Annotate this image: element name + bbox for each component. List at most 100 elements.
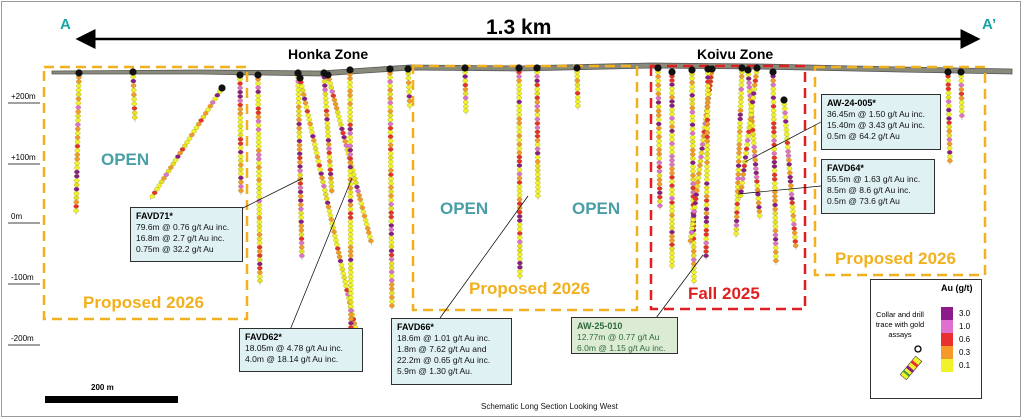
assay-interval	[322, 96, 329, 101]
assay-interval	[347, 88, 353, 94]
assay-interval	[516, 74, 522, 79]
assay-interval	[790, 213, 796, 218]
assay-interval	[690, 164, 696, 170]
callout-favd62: FAVD62* 18.05m @ 4.78 g/t Au inc. 4.0m @…	[239, 328, 363, 372]
assay-interval	[299, 249, 305, 254]
assay-interval	[348, 321, 354, 326]
assay-interval	[574, 86, 581, 92]
assay-interval	[348, 283, 354, 288]
assay-interval	[770, 87, 776, 92]
assay-interval	[656, 139, 662, 144]
drill-collar	[324, 71, 332, 79]
assay-interval	[669, 187, 675, 193]
assay-interval	[348, 304, 354, 309]
drill-trace	[657, 67, 661, 211]
assay-interval	[205, 107, 211, 112]
assay-interval	[691, 253, 697, 258]
assay-interval	[337, 118, 343, 123]
assay-interval	[656, 121, 662, 127]
assay-interval	[348, 308, 354, 313]
assay-interval	[388, 235, 395, 241]
assay-interval	[535, 163, 541, 169]
assay-interval	[703, 206, 710, 212]
drill-collar	[753, 64, 761, 72]
assay-interval	[332, 101, 339, 107]
assay-interval	[669, 229, 675, 235]
assay-interval	[748, 108, 755, 113]
drill-collar	[386, 65, 394, 73]
assay-interval	[740, 176, 746, 181]
assay-interval	[516, 112, 522, 117]
assay-interval	[705, 75, 711, 80]
assay-interval	[297, 189, 304, 195]
assay-interval	[326, 155, 333, 160]
assay-interval	[516, 99, 522, 105]
assay-interval	[791, 226, 798, 231]
assay-interval	[388, 181, 394, 186]
callout-aw-24-005: AW-24-005* 36.45m @ 1.50 g/t Au inc. 15.…	[821, 94, 941, 150]
assay-interval	[742, 155, 749, 160]
assay-interval	[655, 83, 661, 88]
assay-interval	[517, 260, 523, 266]
assay-interval	[296, 113, 302, 118]
assay-interval	[238, 175, 244, 180]
assay-interval	[744, 142, 750, 147]
assay-interval	[307, 121, 313, 126]
assay-interval	[326, 146, 332, 151]
assay-interval	[74, 139, 81, 144]
assay-interval	[689, 131, 696, 136]
callout-aw-25-010: AW-25-010 12.77m @ 0.77 g/t Au 6.0m @ 1.…	[571, 317, 678, 354]
assay-interval	[689, 97, 695, 102]
assay-interval	[946, 145, 953, 151]
assay-interval	[256, 232, 263, 237]
assay-interval	[699, 146, 705, 151]
assay-interval	[704, 134, 711, 140]
callout-favd71: FAVD71* 79.6m @ 0.76 g/t Au inc. 16.8m @…	[130, 207, 243, 262]
assay-interval	[516, 176, 523, 181]
assay-interval	[771, 138, 777, 143]
assay-interval	[786, 162, 792, 167]
assay-interval	[255, 123, 262, 128]
assay-interval	[363, 222, 370, 227]
assay-interval	[516, 180, 523, 185]
assay-interval	[130, 78, 137, 84]
assay-interval	[689, 76, 695, 81]
assay-interval	[705, 92, 711, 97]
assay-interval	[309, 129, 315, 135]
assay-interval	[74, 148, 81, 153]
assay-interval	[310, 134, 316, 139]
assay-interval	[669, 221, 675, 226]
assay-interval	[738, 87, 744, 92]
assay-interval	[750, 91, 757, 96]
assay-interval	[534, 134, 541, 139]
assay-interval	[772, 207, 778, 212]
assay-interval	[348, 316, 354, 322]
assay-interval	[337, 258, 344, 264]
assay-interval	[516, 188, 523, 194]
drill-holes-group	[73, 67, 965, 341]
assay-interval	[737, 116, 743, 122]
assay-interval	[669, 158, 675, 163]
assay-interval	[669, 175, 675, 180]
assay-interval	[255, 140, 262, 145]
assay-interval	[704, 139, 710, 144]
assay-interval	[746, 80, 752, 85]
assay-interval	[574, 74, 580, 79]
assay-interval	[691, 278, 697, 283]
assay-interval	[770, 78, 776, 83]
assay-interval	[516, 171, 523, 177]
assay-interval	[347, 253, 354, 258]
assay-interval	[347, 80, 353, 85]
assay-interval	[308, 125, 314, 131]
callout-line: 55.5m @ 1.63 g/t Au inc.	[827, 174, 921, 184]
assay-interval	[388, 214, 394, 220]
fall-2025-label: Fall 2025	[688, 284, 760, 303]
assay-interval	[669, 82, 675, 87]
assay-interval	[303, 104, 310, 110]
assay-interval	[574, 78, 581, 83]
assay-interval	[772, 224, 779, 229]
assay-interval	[655, 87, 662, 92]
assay-interval	[752, 82, 758, 88]
assay-interval	[736, 142, 743, 147]
assay-interval	[319, 175, 325, 180]
